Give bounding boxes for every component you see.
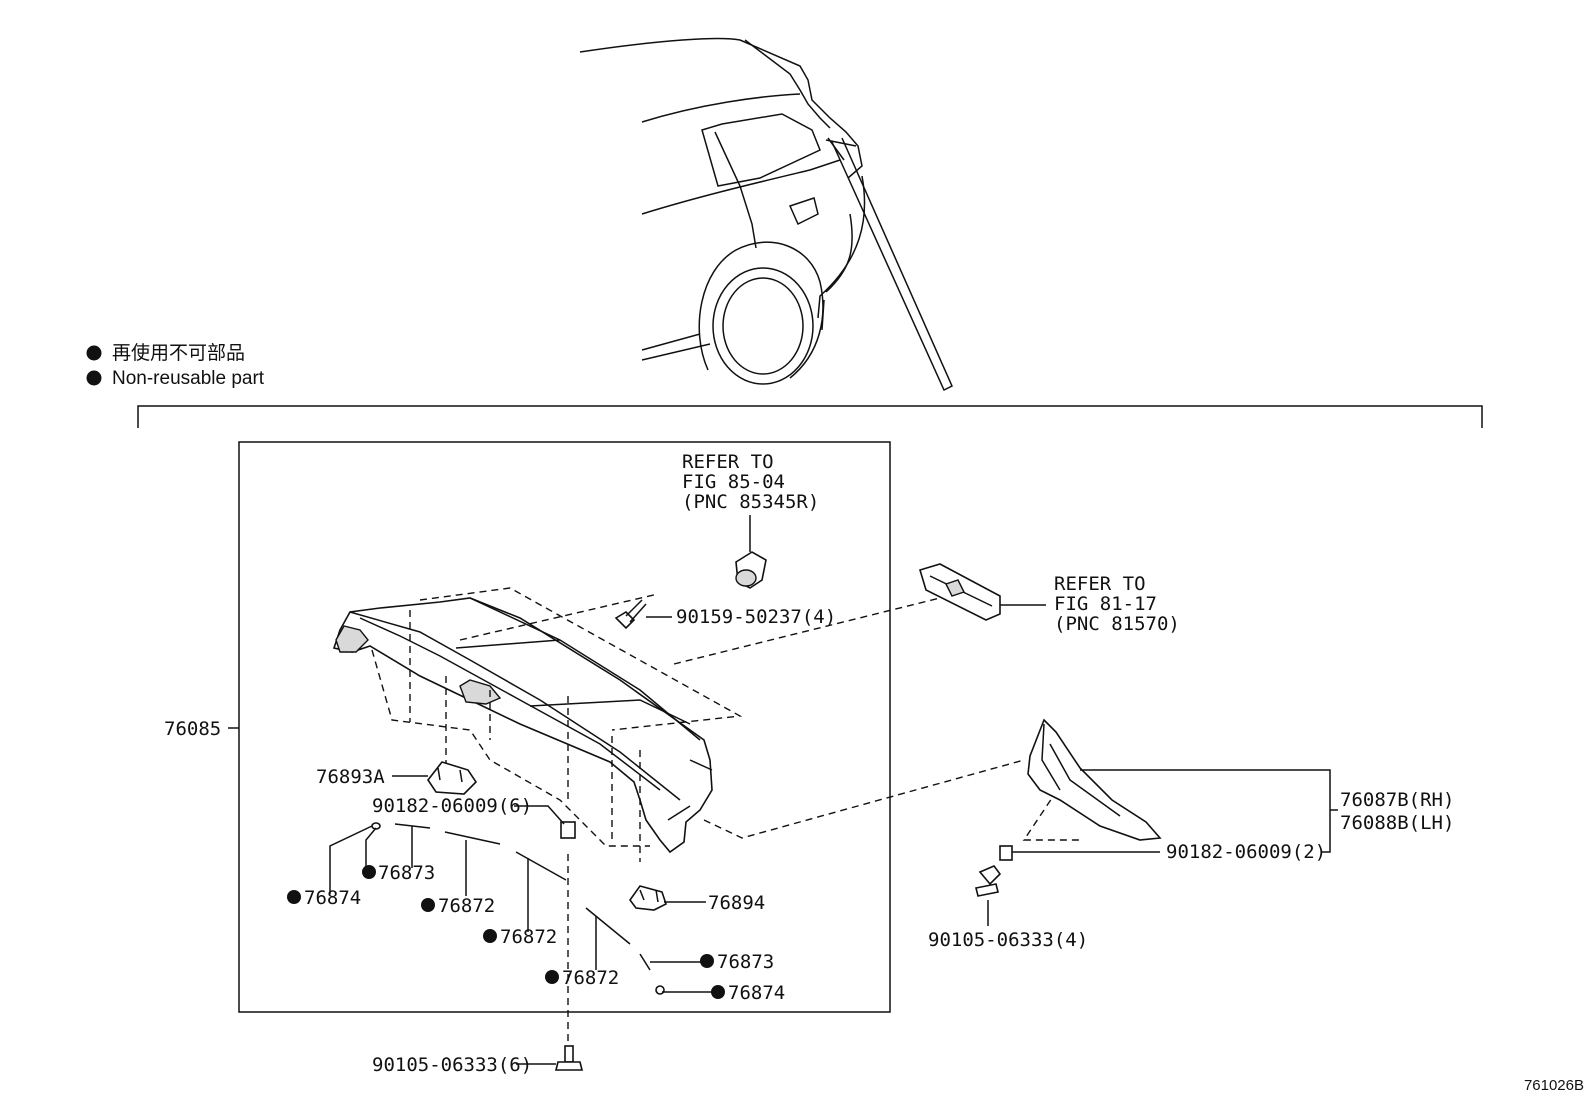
reference-lamp: REFER TO FIG 85-04 (PNC 85345R): [682, 451, 819, 513]
ref-right-line2: FIG 81-17: [1054, 593, 1157, 615]
bolt-part: [554, 1045, 584, 1071]
label-spoiler: 76085: [164, 718, 221, 740]
vehicle-illustration: [579, 37, 953, 392]
label-emblem-76874-a: 76874: [304, 887, 361, 909]
ref-top-line3: (PNC 85345R): [682, 491, 819, 513]
leader-lines: [228, 616, 1338, 1065]
label-clip-2: 90182-06009(2): [1166, 841, 1326, 863]
label-emblem-76872-b: 76872: [500, 926, 557, 948]
non-reusable-bullet-icon: [287, 890, 301, 904]
label-emblem-76873-b: 76873: [717, 951, 774, 973]
assembly-bracket: [137, 405, 1483, 428]
spoiler-body: [332, 597, 713, 854]
legend: 再使用不可部品 Non-reusable part: [86, 342, 265, 389]
label-bolt-4: 90105-06333(4): [928, 929, 1088, 951]
bullet-icon: [86, 345, 102, 361]
assembly-frame: [238, 441, 891, 1013]
label-emblem-76872-a: 76872: [438, 895, 495, 917]
bracket-76893a-part: [427, 761, 478, 795]
label-emblem-76872-c: 76872: [562, 967, 619, 989]
clip-part: [560, 821, 576, 839]
bracket-76894-part: [629, 885, 667, 911]
reference-camera: REFER TO FIG 81-17 (PNC 81570): [1054, 573, 1180, 635]
camera-module-part: [919, 563, 1046, 621]
legend-jp: 再使用不可部品: [112, 342, 245, 364]
dashed-guides: [371, 587, 1080, 1050]
part-labels: 76085 76893A 90182-06009(6) 90159-50237(…: [164, 606, 1454, 1076]
ref-top-line1: REFER TO: [682, 451, 774, 473]
label-side-rh: 76087B(RH): [1340, 789, 1454, 811]
ref-top-line2: FIG 85-04: [682, 471, 785, 493]
label-bolt-6: 90105-06333(6): [372, 1054, 532, 1076]
molding-strips: [371, 822, 665, 995]
label-bracket-76894: 76894: [708, 892, 765, 914]
screw-part: [614, 599, 647, 630]
side-fasteners-part: [975, 845, 1013, 897]
non-reusable-bullet-icon: [362, 865, 376, 879]
label-bracket-76893a: 76893A: [316, 766, 385, 788]
ref-right-line1: REFER TO: [1054, 573, 1146, 595]
non-reusable-bullet-icon: [421, 898, 435, 912]
label-emblem-76873-a: 76873: [378, 862, 435, 884]
non-reusable-bullet-icon: [711, 985, 725, 999]
non-reusable-bullet-icon: [700, 954, 714, 968]
label-emblem-76874-b: 76874: [728, 982, 785, 1004]
bullet-icon: [86, 370, 102, 386]
drawing-code: 761026B: [1524, 1077, 1584, 1094]
label-side-lh: 76088B(LH): [1340, 812, 1454, 834]
legend-en: Non-reusable part: [112, 368, 265, 389]
label-clip-6: 90182-06009(6): [372, 795, 532, 817]
non-reusable-bullet-icon: [483, 929, 497, 943]
label-screw-4: 90159-50237(4): [676, 606, 836, 628]
high-mount-lamp-part: [735, 515, 767, 589]
non-reusable-bullet-icon: [545, 970, 559, 984]
side-garnish-part: [1027, 718, 1162, 841]
ref-right-line3: (PNC 81570): [1054, 613, 1180, 635]
